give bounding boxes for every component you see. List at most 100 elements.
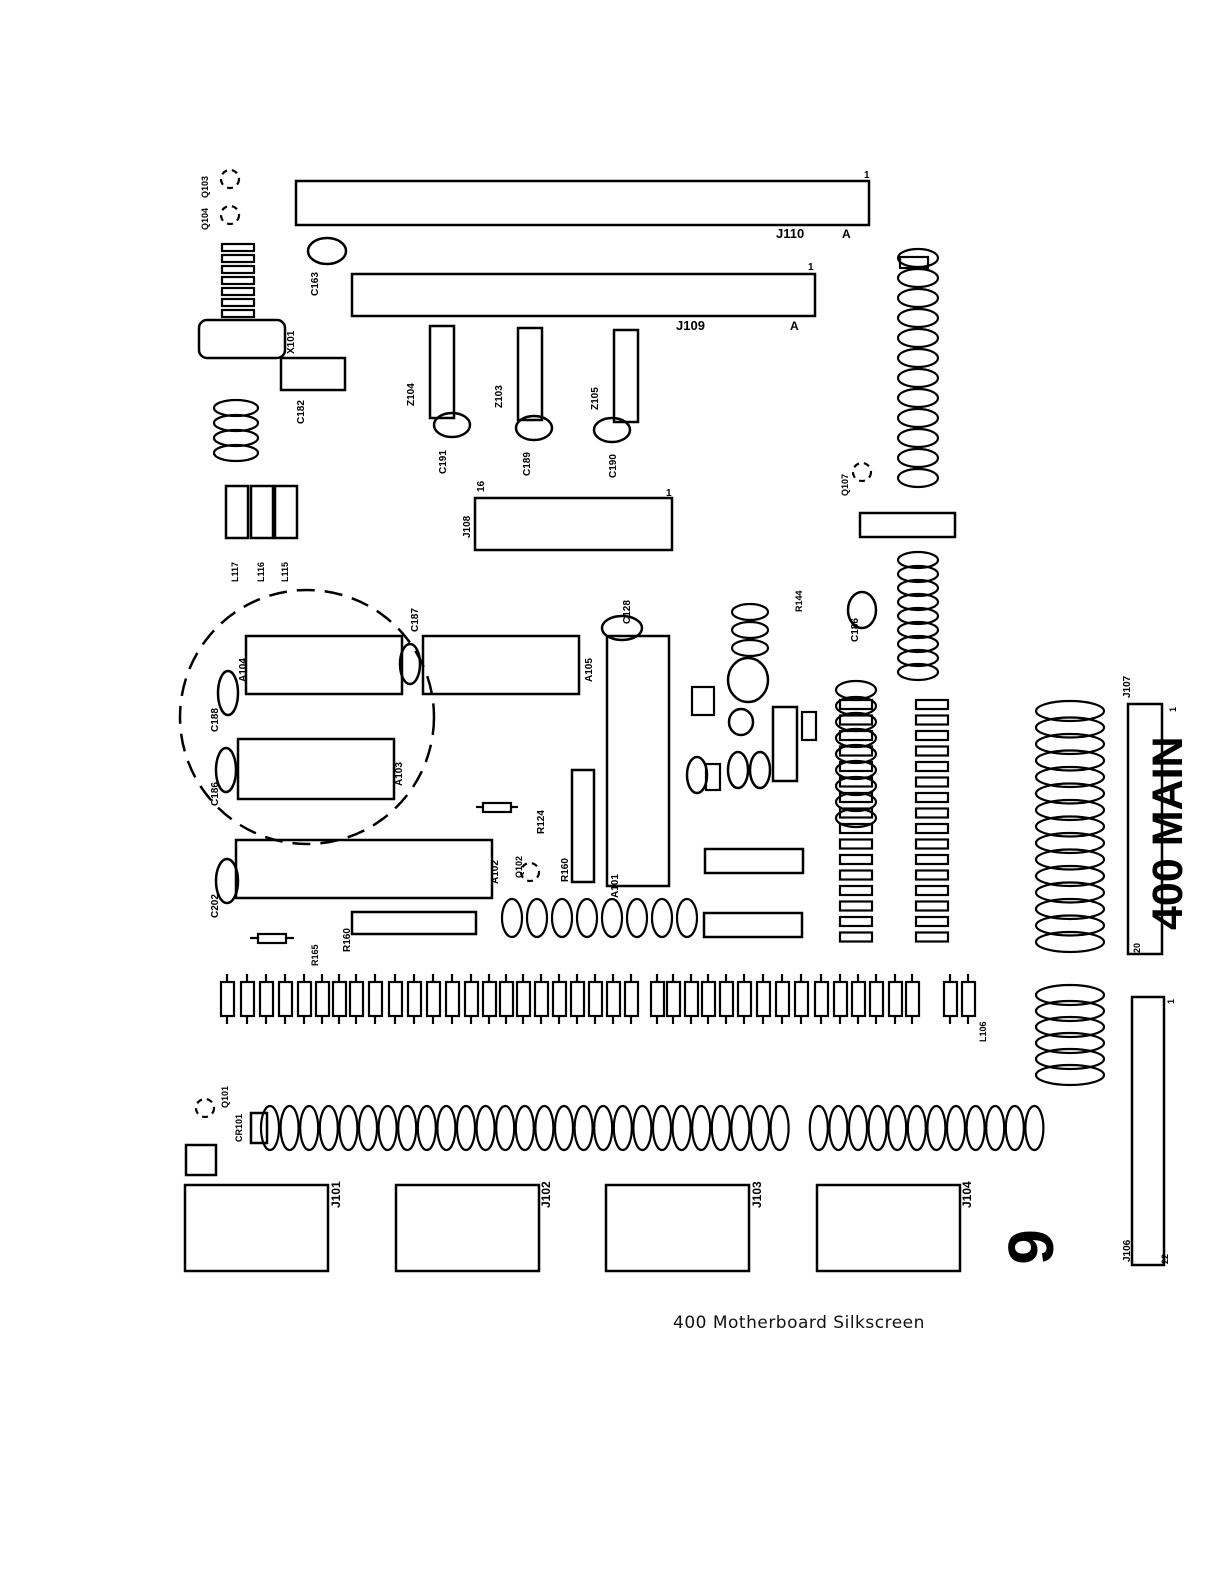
resistor: [279, 982, 292, 1016]
label-x101: X101: [286, 330, 297, 354]
resistor: [389, 982, 402, 1016]
resistor: [889, 982, 902, 1016]
label-j110-pin-a: A: [842, 227, 851, 241]
resistor: [916, 933, 948, 942]
capacitor: [214, 445, 258, 461]
capacitor: [869, 1106, 887, 1150]
resistor: [840, 886, 872, 895]
label-j107-pin-1: 1: [1168, 707, 1178, 712]
resistor: [834, 982, 847, 1016]
resistor: [483, 803, 511, 812]
resistor: [916, 793, 948, 802]
capacitor: [898, 409, 938, 427]
capacitor: [477, 1106, 495, 1150]
resistor: [465, 982, 478, 1016]
capacitor: [751, 1106, 769, 1150]
transistor-outline: [221, 170, 239, 188]
capacitor: [652, 899, 672, 937]
capacitor: [810, 1106, 828, 1150]
label-r160: R160: [342, 928, 353, 952]
resistor: [916, 855, 948, 864]
resistor: [427, 982, 440, 1016]
capacitor: [712, 1106, 730, 1150]
resistor: [369, 982, 382, 1016]
capacitor: [898, 309, 938, 327]
label-j110: J110: [776, 226, 804, 241]
transistor-outline: [221, 206, 239, 224]
resistor: [222, 244, 254, 251]
label-q104: Q104: [200, 208, 210, 230]
label-j109: J109: [676, 318, 705, 333]
label-c188b: C186: [210, 782, 221, 806]
resistor: [852, 982, 865, 1016]
label-q107: Q107: [840, 474, 850, 496]
resistor: [840, 871, 872, 880]
transistor-outline: [853, 463, 871, 481]
label-a104: A104: [238, 658, 249, 682]
resistor: [483, 982, 496, 1016]
label-r144: R144: [794, 590, 804, 612]
resistor: [916, 762, 948, 771]
capacitor: [898, 429, 938, 447]
label-j108-pin-16: 16: [476, 480, 487, 492]
capacitor: [359, 1106, 377, 1150]
label-c189: C189: [522, 452, 533, 476]
capacitor: [418, 1106, 436, 1150]
resistor: [589, 982, 602, 1016]
page-marker: 9: [999, 1229, 1063, 1265]
capacitor: [633, 1106, 651, 1150]
label-c163: C163: [310, 272, 321, 296]
resistor: [944, 982, 957, 1016]
capacitor: [898, 289, 938, 307]
capacitor: [614, 1106, 632, 1150]
resistor: [916, 809, 948, 818]
label-q103: Q103: [200, 176, 210, 198]
resistor: [316, 982, 329, 1016]
capacitor: [535, 1106, 553, 1150]
capacitor: [457, 1106, 475, 1150]
resistor: [916, 917, 948, 926]
label-j109-pin-a: A: [790, 319, 799, 333]
capacitor: [732, 604, 768, 620]
label-z105: Z105: [590, 387, 601, 410]
label-c182: C182: [296, 400, 307, 424]
capacitor: [888, 1106, 906, 1150]
capacitor: [214, 430, 258, 446]
resistor: [222, 299, 254, 306]
label-j106: J106: [1122, 1239, 1133, 1262]
resistor: [840, 917, 872, 926]
capacitor: [552, 899, 572, 937]
capacitor: [516, 1106, 534, 1150]
resistor: [840, 840, 872, 849]
capacitor-outlines: [216, 238, 876, 903]
label-j106-pin-22: 22: [1160, 1254, 1170, 1264]
label-a103: A103: [394, 762, 405, 786]
resistor: [625, 982, 638, 1016]
capacitor: [677, 899, 697, 937]
capacitor: [673, 1106, 691, 1150]
resistor: [446, 982, 459, 1016]
label-l116: L116: [256, 562, 266, 582]
resistor: [258, 934, 286, 943]
capacitor: [602, 899, 622, 937]
label-c202: C202: [210, 894, 221, 918]
label-z104: Z104: [406, 383, 417, 406]
figure-caption: 400 Motherboard Silkscreen: [673, 1313, 925, 1333]
resistor: [916, 824, 948, 833]
resistor: [222, 277, 254, 284]
label-j101: J101: [329, 1181, 343, 1208]
resistor: [222, 288, 254, 295]
capacitor: [898, 329, 938, 347]
label-r124: R124: [536, 810, 547, 834]
resistor: [870, 982, 883, 1016]
label-r159: R160: [560, 858, 571, 882]
capacitor: [653, 1106, 671, 1150]
resistor: [916, 778, 948, 787]
label-j109-pin-1: 1: [808, 262, 814, 273]
capacitor: [1025, 1106, 1043, 1150]
resistor: [298, 982, 311, 1016]
resistor: [553, 982, 566, 1016]
capacitor: [300, 1106, 318, 1150]
capacitor: [947, 1106, 965, 1150]
